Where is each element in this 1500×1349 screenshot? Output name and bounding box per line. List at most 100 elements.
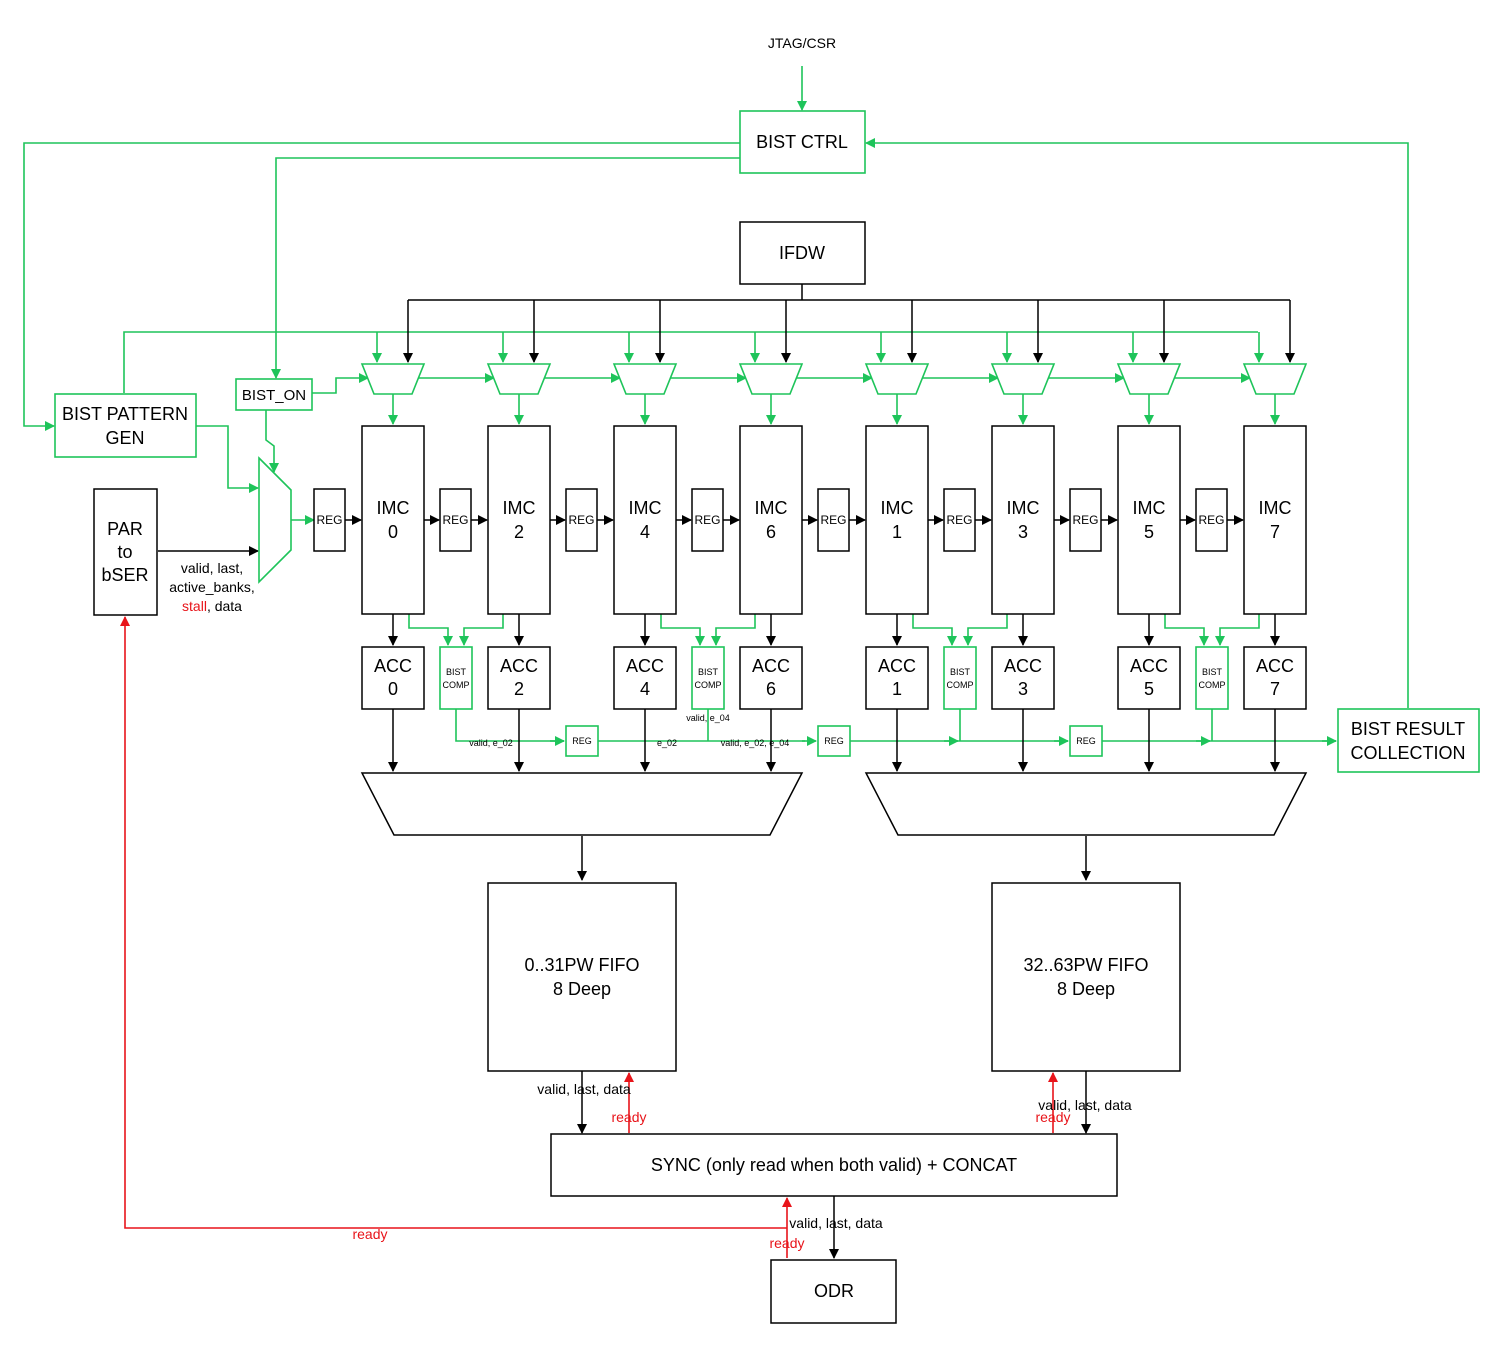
fifo-left-out-label: valid, last, data xyxy=(537,1081,631,1097)
imc-label-4: IMC xyxy=(629,498,662,518)
imc-label-7: IMC xyxy=(1259,498,1292,518)
acc-number-6: 6 xyxy=(766,679,776,699)
acc-block-5 xyxy=(1117,646,1181,710)
imc-block-5 xyxy=(1117,425,1181,615)
result-label-2: COLLECTION xyxy=(1350,743,1465,763)
imc-number-3: 3 xyxy=(1018,522,1028,542)
acc-label-3: ACC xyxy=(1004,656,1042,676)
imc-number-0: 0 xyxy=(388,522,398,542)
bist-comp-label-2-2: COMP xyxy=(947,680,974,690)
imc-to-comp-left-2 xyxy=(912,614,957,646)
bist-ctrl-label: BIST CTRL xyxy=(756,132,848,152)
sync-out-label: valid, last, data xyxy=(789,1215,883,1231)
imc-block-2 xyxy=(487,425,551,615)
acc-block-0 xyxy=(361,646,425,710)
par-signal-label-3: stall, data xyxy=(182,598,242,614)
sync-label: SYNC (only read when both valid) + CONCA… xyxy=(651,1155,1017,1175)
imc-number-4: 4 xyxy=(640,522,650,542)
ready-label-par: ready xyxy=(352,1226,387,1242)
fifo-right-block: 32..63PW FIFO 8 Deep xyxy=(991,882,1181,1072)
pipeline-reg-label-7: REG xyxy=(1198,513,1224,527)
bist-comp-label-1-1: BIST xyxy=(698,667,719,677)
bist-pattern-gen-block: BIST PATTERN GEN xyxy=(54,393,197,458)
odr-label: ODR xyxy=(814,1281,854,1301)
imc-label-2: IMC xyxy=(503,498,536,518)
imc-label-5: IMC xyxy=(1133,498,1166,518)
chain-label-e02: e_02 xyxy=(657,738,677,748)
par-label-2: to xyxy=(117,542,132,562)
pipeline-reg-label-2: REG xyxy=(442,513,468,527)
imc-block-3 xyxy=(991,425,1055,615)
result-label-1: BIST RESULT xyxy=(1351,719,1465,739)
input-mux xyxy=(258,456,292,584)
chain-reg-0 xyxy=(565,725,599,757)
pipeline-reg-7 xyxy=(1195,488,1228,552)
chain-label-valid-e02: valid, e_02 xyxy=(469,738,513,748)
chain-reg-label-2: REG xyxy=(1076,736,1096,746)
chain-reg-label-0: REG xyxy=(572,736,592,746)
acc-number-0: 0 xyxy=(388,679,398,699)
pipeline-reg-3 xyxy=(943,488,976,552)
bist-comp-2 xyxy=(943,646,977,710)
fifo-right-label-2: 8 Deep xyxy=(1057,979,1115,999)
imc-to-comp-left-1 xyxy=(660,614,705,646)
imc-label-6: IMC xyxy=(755,498,788,518)
bank-mux-1 xyxy=(864,363,930,395)
imc-block-7 xyxy=(1243,425,1307,615)
acc-label-2: ACC xyxy=(500,656,538,676)
acc-block-7 xyxy=(1243,646,1307,710)
fifo-left-label-1: 0..31PW FIFO xyxy=(524,955,639,975)
pipeline-reg-label-5: REG xyxy=(1072,513,1098,527)
par-signal-label-1: valid, last, xyxy=(181,560,243,576)
bist-comp-label-1-0: BIST xyxy=(446,667,467,677)
imc-label-3: IMC xyxy=(1007,498,1040,518)
acc-block-2 xyxy=(487,646,551,710)
fifo-left-label-2: 8 Deep xyxy=(553,979,611,999)
ifdw-block: IFDW xyxy=(739,221,866,285)
bist-ctrl-block: BIST CTRL xyxy=(739,110,866,174)
acc-label-7: ACC xyxy=(1256,656,1294,676)
acc-block-4 xyxy=(613,646,677,710)
bist-comp-label-2-3: COMP xyxy=(1199,680,1226,690)
imc-to-comp-left-3 xyxy=(1164,614,1209,646)
acc-number-1: 1 xyxy=(892,679,902,699)
par-to-bser-block: PAR to bSER xyxy=(93,488,158,616)
bist-comp-label-2-0: COMP xyxy=(443,680,470,690)
fifo-right-out-label: valid, last, data xyxy=(1038,1097,1132,1113)
acc-number-3: 3 xyxy=(1018,679,1028,699)
bank-mux-4 xyxy=(612,363,678,395)
sync-concat-block: SYNC (only read when both valid) + CONCA… xyxy=(550,1133,1118,1197)
data-path-wires xyxy=(345,300,1306,772)
acc-block-1 xyxy=(865,646,929,710)
fifo-right-label-1: 32..63PW FIFO xyxy=(1023,955,1148,975)
chain-label-valid-e02-e04: valid, e_02, e_04 xyxy=(721,738,790,748)
pipeline-reg-label-6: REG xyxy=(694,513,720,527)
pipeline-reg-label-3: REG xyxy=(946,513,972,527)
imc-number-6: 6 xyxy=(766,522,776,542)
pipeline-reg-6 xyxy=(691,488,724,552)
acc-block-6 xyxy=(739,646,803,710)
pipeline-reg-5 xyxy=(1069,488,1102,552)
data-signal-label: , data xyxy=(207,598,242,614)
imc-block-0 xyxy=(361,425,425,615)
bank-mux-6 xyxy=(738,363,804,395)
pipeline-reg-label-0: REG xyxy=(316,513,342,527)
bank-mux-3 xyxy=(990,363,1056,395)
acc-number-2: 2 xyxy=(514,679,524,699)
bank-mux-2 xyxy=(486,363,552,395)
data-wires xyxy=(158,284,1290,1259)
bank-mux-5 xyxy=(1116,363,1182,395)
chain-reg-2 xyxy=(1069,725,1103,757)
chain-reg-label-1: REG xyxy=(824,736,844,746)
ready-wires xyxy=(120,616,1058,1258)
par-signal-label-2: active_banks, xyxy=(169,579,255,595)
pattern-gen-label-2: GEN xyxy=(105,428,144,448)
imc-to-comp-right-0 xyxy=(459,614,504,646)
bist-result-collection-block: BIST RESULT COLLECTION xyxy=(1337,708,1480,773)
acc-label-5: ACC xyxy=(1130,656,1168,676)
ifdw-label: IFDW xyxy=(779,243,825,263)
imc-to-comp-right-3 xyxy=(1215,614,1260,646)
imc-label-0: IMC xyxy=(377,498,410,518)
